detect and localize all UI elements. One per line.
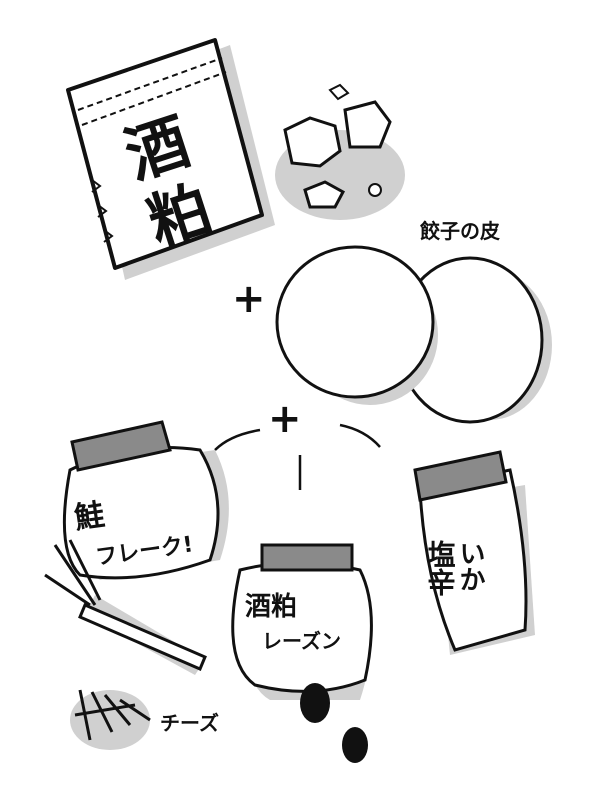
salmon-label-1: 鮭: [72, 498, 107, 537]
raisin-label-1: 酒粕: [245, 591, 297, 622]
gyoza-skin-label: 餃子の皮: [420, 219, 500, 243]
cheese-label: チーズ: [160, 711, 219, 735]
green-onion: [44, 539, 207, 675]
ika-label-1: いか: [455, 540, 485, 592]
sake-kasu-pieces: [275, 83, 405, 220]
sake-kasu-bag: 酒 粕: [66, 38, 275, 280]
plus-sign-2: +: [268, 396, 302, 442]
raisin-label-2: レーズン: [262, 629, 341, 653]
kasu-raisin-jar: 酒粕 レーズン: [231, 543, 373, 763]
arrows: [214, 423, 381, 490]
cheese: チーズ: [70, 689, 219, 750]
gyoza-skins: 餃子の皮: [275, 219, 552, 424]
ika-shiokara-jar: いか 塩辛: [413, 450, 535, 655]
plus-sign: +: [232, 276, 266, 322]
ika-label-2: 塩辛: [424, 540, 457, 596]
salmon-flakes-jar: 鮭 フレーク!: [62, 420, 229, 580]
